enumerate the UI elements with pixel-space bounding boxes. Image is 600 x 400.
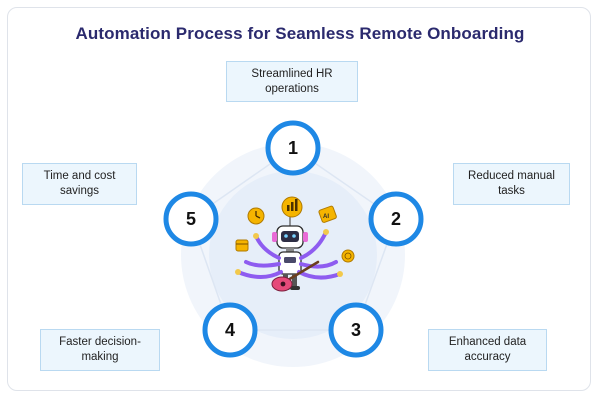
step-number-2: 2 <box>390 208 401 229</box>
ai-chip-icon: AI <box>318 205 337 223</box>
step-ring-4 <box>202 302 258 358</box>
step-ring-1 <box>265 120 321 176</box>
clock-icon <box>247 207 265 225</box>
step-label-2: Reduced manual tasks <box>453 163 570 205</box>
step-number-1: 1 <box>287 137 298 158</box>
diagram-title: Automation Process for Seamless Remote O… <box>75 24 525 43</box>
step-label-1: Streamlined HR operations <box>226 61 358 102</box>
svg-text:AI: AI <box>323 214 329 220</box>
step-number-3: 3 <box>350 319 361 340</box>
calendar-icon <box>235 239 249 252</box>
step-label-3: Enhanced data accuracy <box>428 329 547 371</box>
guitar-icon <box>271 260 320 292</box>
step-label-5: Time and cost savings <box>22 163 137 205</box>
step-label-4: Faster decision-making <box>40 329 160 371</box>
robot-icon <box>235 211 343 290</box>
step-number-4: 4 <box>224 319 235 340</box>
dollar-chart-icon <box>281 196 303 218</box>
step-ring-3 <box>328 302 384 358</box>
step-ring-2 <box>368 191 424 247</box>
step-ring-5 <box>163 191 219 247</box>
step-number-5: 5 <box>185 208 196 229</box>
coin-icon <box>341 249 355 263</box>
